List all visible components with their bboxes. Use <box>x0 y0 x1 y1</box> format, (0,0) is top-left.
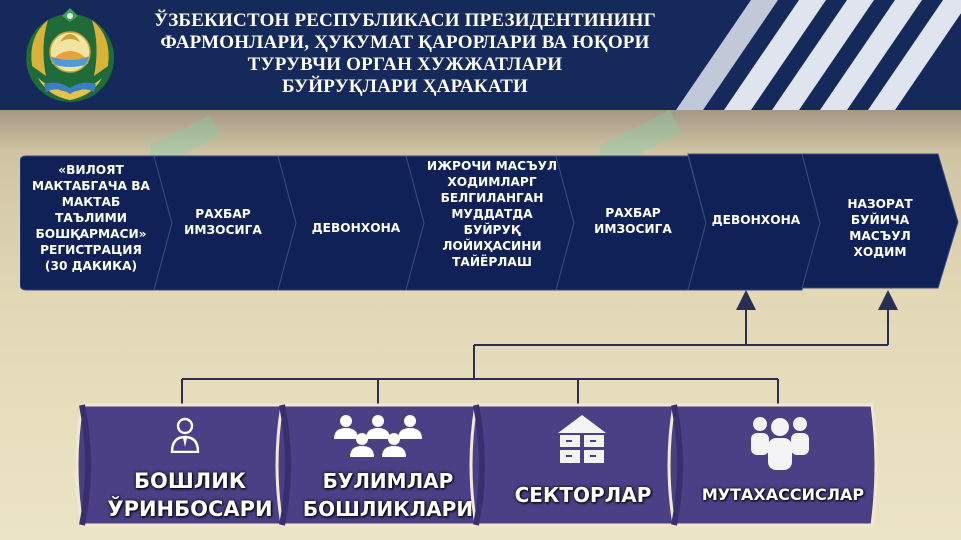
step-label-6: ДЕВОНХОНА <box>711 213 801 227</box>
sectors-icon <box>558 415 606 463</box>
process-flow <box>20 153 959 291</box>
specialists-icon <box>751 417 809 470</box>
title-line-2: ФАРМОНЛАРИ, ҲУКУМАТ ҚАРОРЛАРИ ВА ЮҚОРИ <box>160 32 650 53</box>
state-emblem <box>26 8 114 102</box>
step-label-3: ДЕВОНХОНА <box>311 221 401 235</box>
group-icon <box>334 415 422 457</box>
title-line-1: ЎЗБЕКИСТОН РЕСПУБЛИКАСИ ПРЕЗИДЕНТИНИНГ <box>154 10 656 31</box>
step-label-5: РАХБАР ИМЗОСИГА <box>594 206 672 236</box>
step-shape-7 <box>801 153 959 289</box>
step-label-2: РАХБАР ИМЗОСИГА <box>184 207 262 237</box>
person-icon <box>170 417 200 453</box>
step-label-4: ИЖРОЧИ МАСЪУЛ ХОДИМЛАРГ БЕЛГИЛАНГАН МУДД… <box>426 159 558 269</box>
unit-card-department-heads: БУЛИМЛАР БОШЛИКЛАРИ <box>272 403 492 527</box>
step-label-1: «ВИЛОЯТ МАКТАБГАЧА ВА МАКТАБ ТАЪЛИМИ БОШ… <box>31 163 150 273</box>
unit-label-specialists: МУТАХАССИСЛАР <box>701 485 865 504</box>
unit-label-deputy: БОШЛИК ЎРИНБОСАРИ <box>107 469 273 521</box>
title-line-4: БУЙРУҚЛАРИ ҲАРАКАТИ <box>282 76 528 97</box>
unit-label-sectors: СЕКТОРЛАР <box>514 483 652 507</box>
header-stripes <box>676 0 961 110</box>
page-title: ЎЗБЕКИСТОН РЕСПУБЛИКАСИ ПРЕЗИДЕНТИНИНГ Ф… <box>130 10 680 98</box>
title-line-3: ТУРУВЧИ ОРГАН ХУЖЖАТЛАРИ <box>247 54 563 75</box>
unit-label-department-heads: БУЛИМЛАР БОШЛИКЛАРИ <box>302 469 474 521</box>
unit-card-deputy: БОШЛИК ЎРИНБОСАРИ <box>72 403 296 527</box>
header-banner: ЎЗБЕКИСТОН РЕСПУБЛИКАСИ ПРЕЗИДЕНТИНИНГ Ф… <box>0 0 961 110</box>
step-label-7: НАЗОРАТ БУЙИЧА МАСЪУЛ ХОДИМ <box>847 197 913 259</box>
unit-card-specialists: МУТАХАССИСЛАР <box>664 403 882 527</box>
unit-card-sectors: СЕКТОРЛАР <box>466 403 688 527</box>
step-shape-1 <box>20 155 173 291</box>
